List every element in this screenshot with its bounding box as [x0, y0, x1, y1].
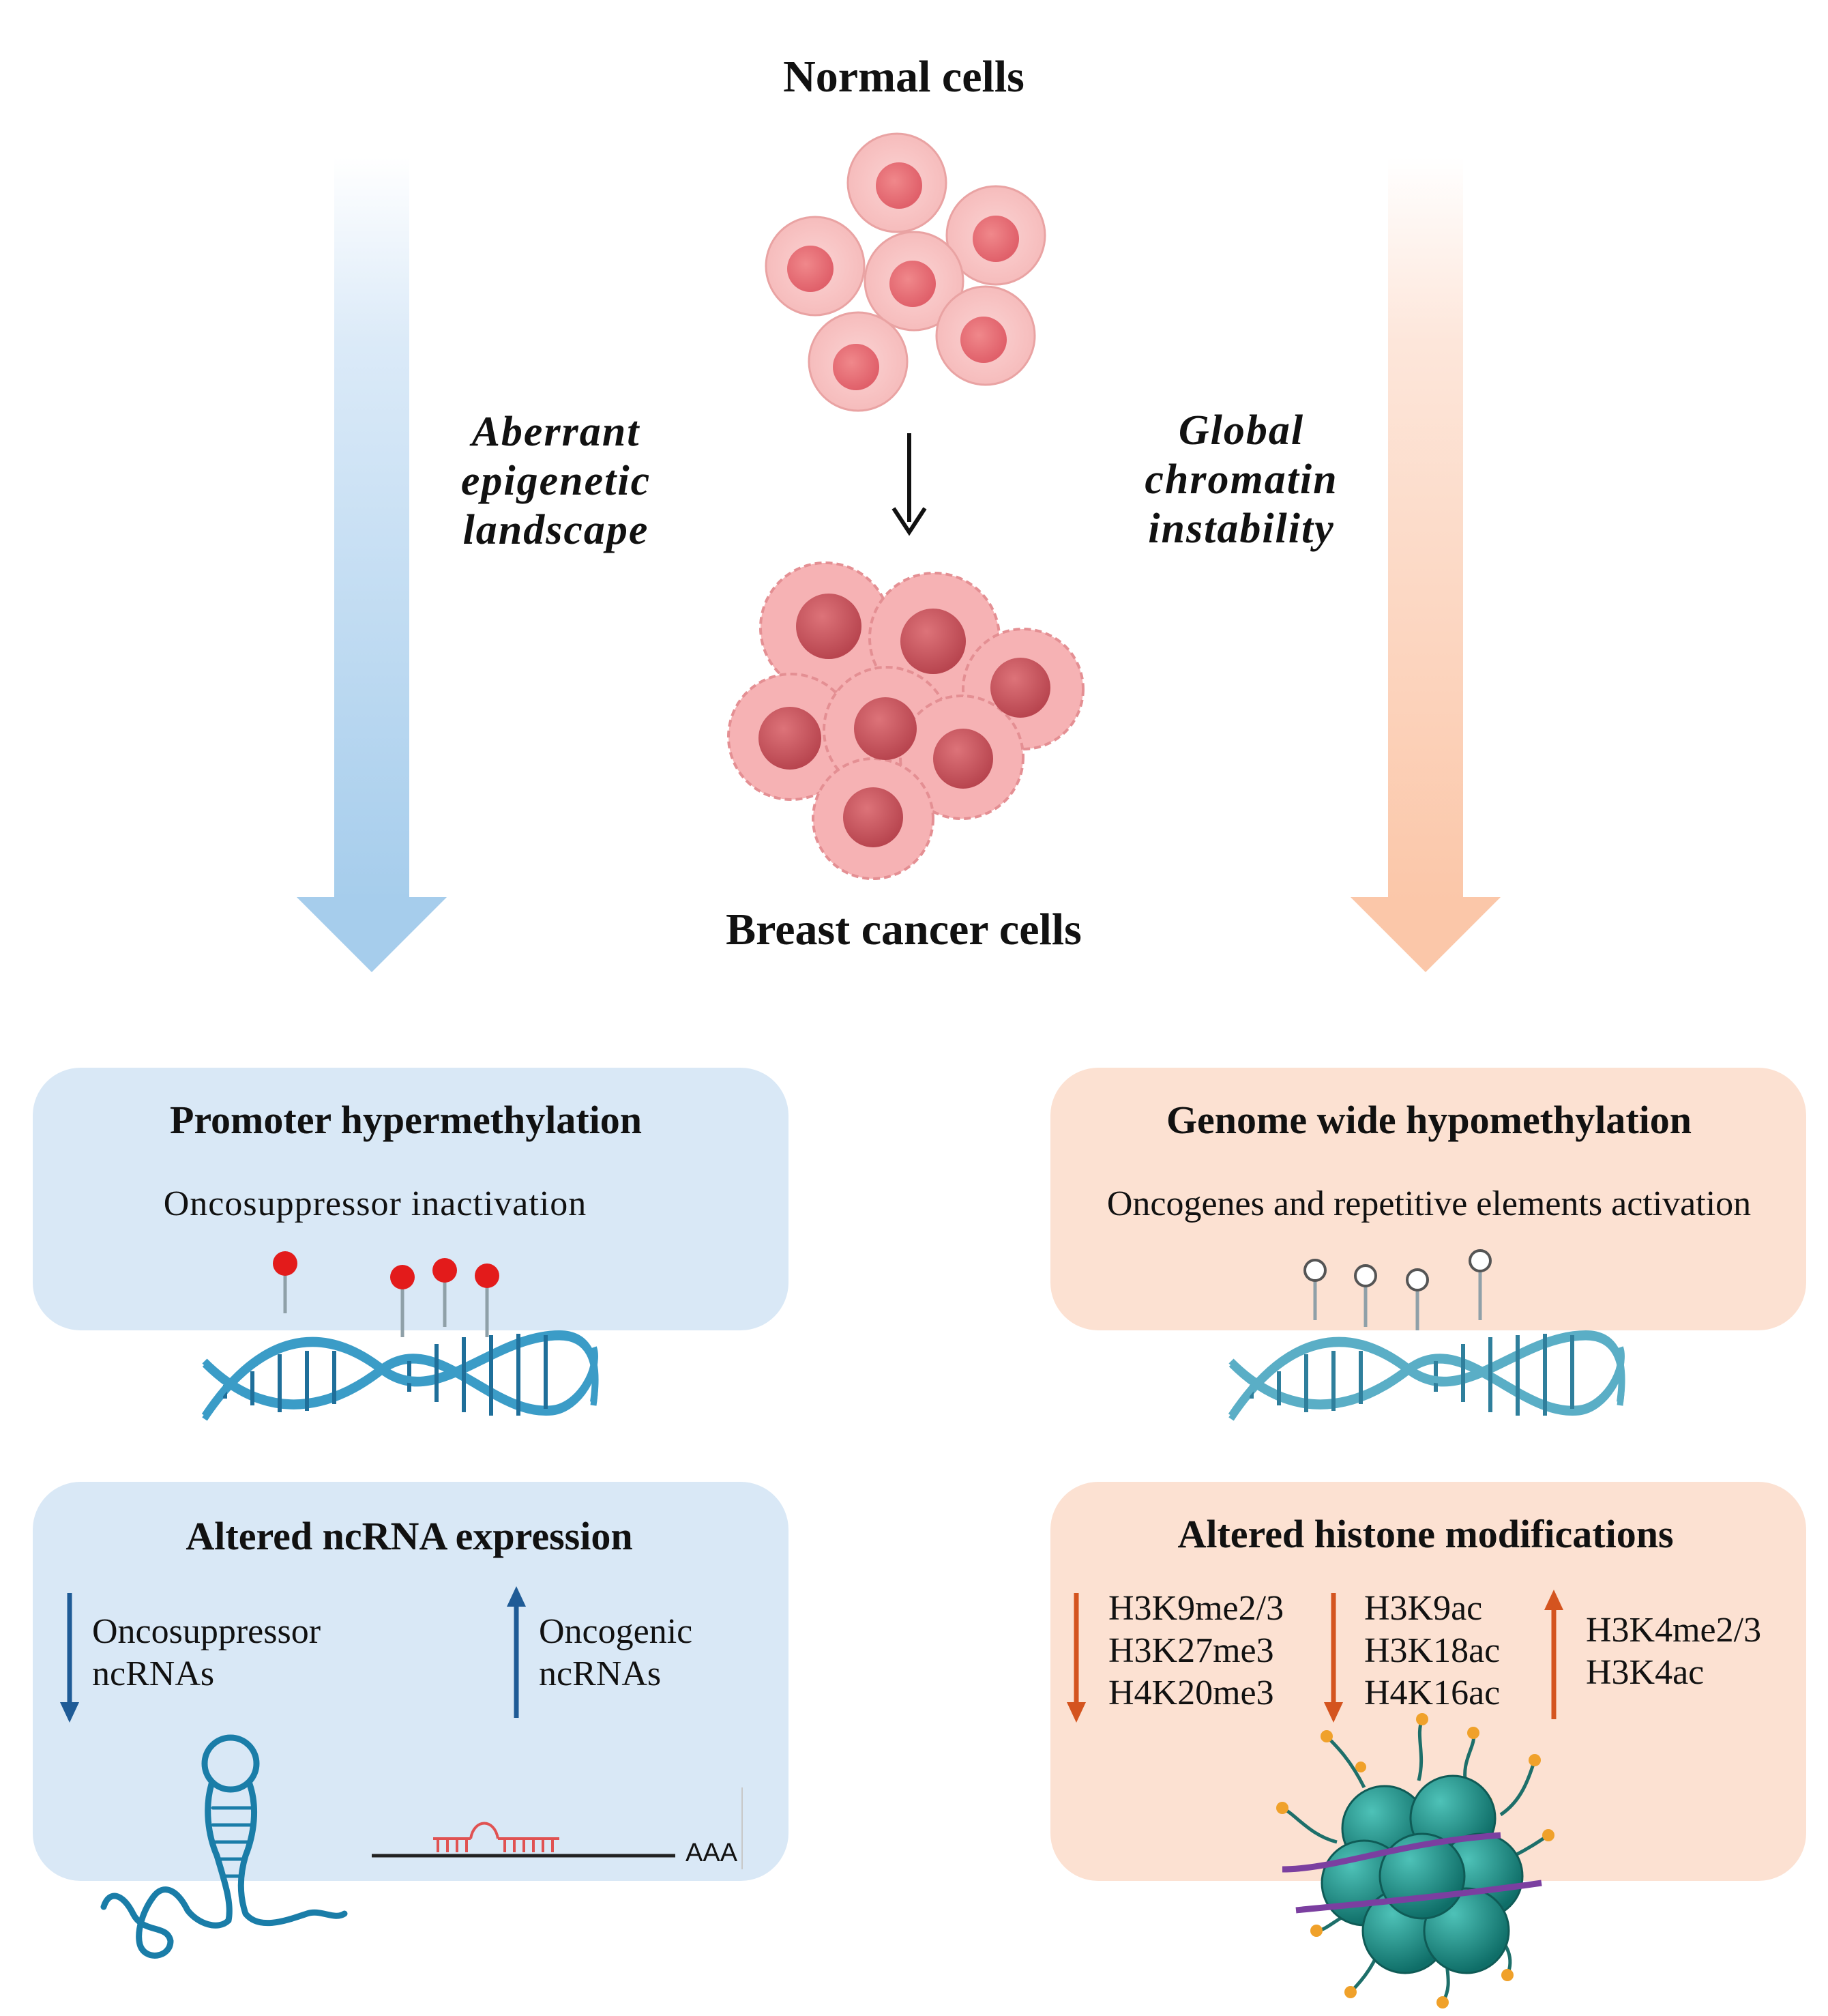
histone-group3-line-1: H3K4me2/3 [1586, 1611, 1762, 1650]
oncogenic-ncrnas-line-2: ncRNAs [539, 1654, 662, 1693]
left-path-label-line-3: landscape [462, 507, 649, 553]
oncogenes-activation-text: Oncogenes and repetitive elements activa… [1106, 1184, 1752, 1223]
histone-modifications-title: Altered histone modifications [1177, 1512, 1674, 1556]
right-path-label-line-1: Global [1178, 407, 1305, 454]
ncrna-expression-title: Altered ncRNA expression [186, 1514, 633, 1558]
histone-up-arrow-icon [1544, 1590, 1563, 1719]
right-path-label-line-3: instability [1148, 506, 1335, 552]
oncosuppressor-ncrnas-line-2: ncRNAs [92, 1654, 215, 1693]
histone-group1-line-3: H4K20me3 [1108, 1674, 1274, 1712]
oncogenic-ncrnas-line-1: Oncogenic [539, 1612, 693, 1651]
hypomethylated-dna-helix [1228, 1249, 1625, 1418]
promoter-hypermethylation-title: Promoter hypermethylation [169, 1098, 643, 1142]
up-arrow-icon [507, 1586, 526, 1718]
left-pathway-arrow [297, 157, 447, 972]
normal-cells-label: Normal cells [783, 52, 1024, 102]
left-path-label-line-2: epigenetic [460, 458, 651, 504]
polya-tail-label: AAA [686, 1839, 738, 1867]
breast-cancer-cells-illustration [727, 561, 1085, 880]
oncosuppressor-inactivation-text: Oncosuppressor inactivation [163, 1184, 587, 1223]
oncosuppressor-ncrnas-line-1: Oncosuppressor [92, 1612, 321, 1651]
histone-down-arrow-1-icon [1067, 1593, 1086, 1723]
transformation-arrow [891, 433, 927, 536]
histone-group1-line-1: H3K9me2/3 [1108, 1589, 1284, 1628]
histone-group3-line-2: H3K4ac [1586, 1653, 1705, 1692]
down-arrow-icon [60, 1593, 79, 1723]
promoter-hypermethylation-box [33, 1068, 788, 1330]
right-path-label-line-2: chromatin [1145, 456, 1338, 503]
ncrna-expression-box [33, 1482, 788, 1881]
normal-cells-illustration [765, 132, 1046, 412]
nucleosome-icon [1276, 1713, 1554, 2008]
left-path-label-line-1: Aberrant [471, 409, 640, 455]
histone-down-arrow-2-icon [1324, 1593, 1343, 1723]
genome-hypomethylation-title: Genome wide hypomethylation [1166, 1098, 1692, 1142]
breast-cancer-cells-label: Breast cancer cells [726, 905, 1082, 954]
mrna-with-mirna-icon [372, 1787, 743, 1869]
hypermethylated-dna-helix [201, 1251, 599, 1418]
histone-group2-line-3: H4K16ac [1364, 1674, 1501, 1712]
histone-group1-line-2: H3K27me3 [1108, 1631, 1274, 1670]
genome-hypomethylation-box [1050, 1068, 1806, 1330]
hairpin-ncrna-icon [100, 1734, 348, 1959]
right-pathway-arrow [1351, 157, 1501, 972]
histone-group2-line-1: H3K9ac [1364, 1589, 1483, 1628]
histone-group2-line-2: H3K18ac [1364, 1631, 1501, 1670]
